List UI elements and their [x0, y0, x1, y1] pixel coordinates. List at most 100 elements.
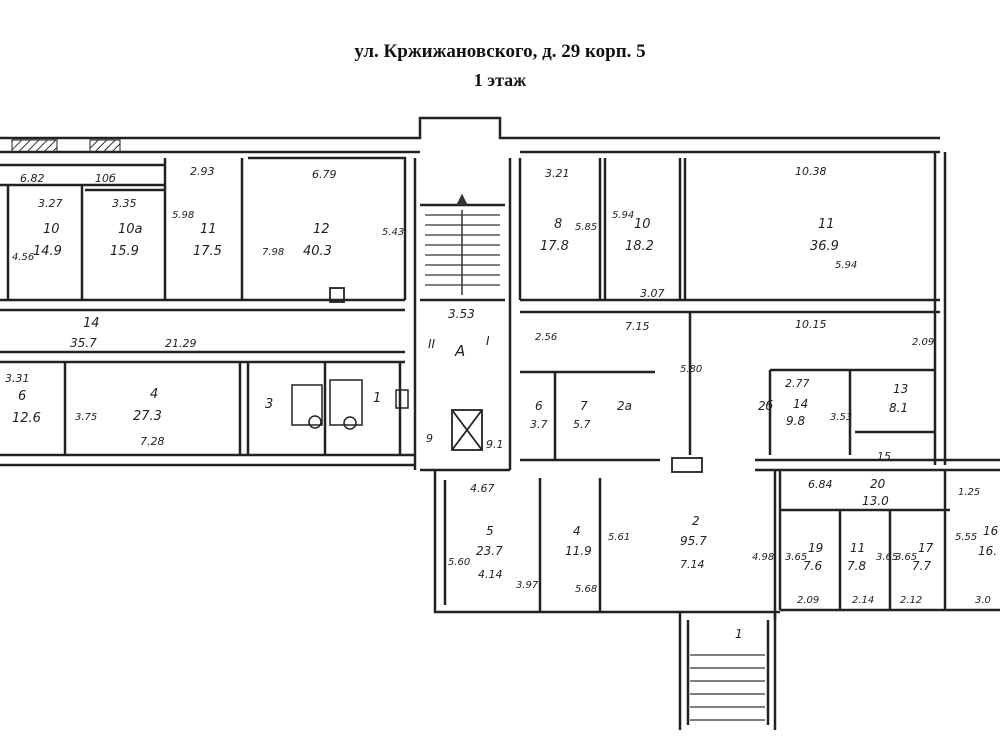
dim-label: 3.65 [876, 552, 898, 563]
dim-label: 2.56 [535, 332, 557, 343]
room-number: II [428, 337, 436, 351]
room-number: 13 [893, 382, 908, 396]
room-number: 10 [634, 217, 651, 232]
dim-label: 10.15 [795, 318, 827, 331]
room-number: 8 [554, 217, 562, 232]
room-number: 11 [200, 222, 217, 237]
dim-label: 7.14 [680, 558, 705, 571]
room-area: 11.9 [565, 544, 592, 558]
sanitary-fixtures [291, 379, 409, 430]
room-area: 95.7 [680, 534, 707, 548]
room-number: 10а [118, 222, 143, 237]
room-area: 12.6 [12, 411, 41, 426]
dim-label: 2.09 [912, 337, 934, 348]
room-number: 2а [617, 399, 632, 413]
dim-label: 10.38 [795, 165, 827, 178]
dim-label: 5.55 [955, 532, 977, 543]
dim-label: 3.75 [75, 412, 97, 423]
room-area: 17.5 [193, 244, 222, 259]
room-number: 19 [808, 541, 823, 555]
room-area: 18.2 [625, 239, 654, 254]
room-number: 12 [313, 222, 330, 237]
room-area: 3.7 [530, 418, 548, 431]
dim-label: 3.35 [112, 197, 137, 210]
room-area: 16. [978, 544, 997, 558]
dim-label: 3.65 [785, 552, 807, 563]
room-labels: 6.82 10б 3.27 3.35 2.93 6.79 3.21 10.38 … [5, 165, 999, 641]
dim-label: 3.0 [975, 595, 991, 606]
dim-label: 5.94 [612, 210, 634, 221]
dim-label: 5.98 [172, 210, 194, 221]
room-number: 9 [426, 432, 433, 445]
room-number: А [454, 342, 465, 360]
dim-label: 4.14 [478, 568, 503, 581]
room-area: 8.1 [889, 401, 908, 415]
room-area: 3.53 [448, 307, 475, 321]
room-number: 16 [983, 524, 999, 538]
stair-treads [425, 193, 765, 721]
room-number: 1 [373, 391, 381, 406]
room-number: 20 [870, 477, 886, 491]
room-area: 36.9 [810, 239, 839, 254]
dim-label: 2.12 [900, 595, 922, 606]
dim-label: 3.97 [516, 580, 539, 591]
room-number: 3 [265, 397, 273, 412]
dim-label: 6.82 [20, 172, 45, 185]
dim-label: 6.79 [312, 168, 337, 181]
room-area: 7.8 [847, 559, 866, 573]
dim-label: 10б [95, 172, 116, 185]
dim-label: 3.31 [5, 372, 30, 385]
room-number: 11 [818, 217, 835, 232]
dim-label: 6.84 [808, 478, 833, 491]
room-area: 7.7 [912, 559, 931, 573]
dim-label: 3.53 [830, 412, 852, 423]
room-number: 5 [486, 524, 494, 538]
dim-label: 3.27 [38, 197, 63, 210]
dim-label: 21.29 [165, 337, 197, 350]
dim-label: 2.93 [190, 165, 215, 178]
dim-label: 2.09 [797, 595, 819, 606]
room-number: 17 [918, 541, 934, 555]
dim-label: 5.43 [382, 227, 404, 238]
room-number: 6 [535, 399, 543, 413]
dim-label: 2.77 [785, 377, 810, 390]
dim-label: 3.07 [640, 287, 665, 300]
dim-label: 7.15 [625, 320, 650, 333]
dim-label: 4.56 [12, 252, 34, 263]
room-number: 6 [18, 389, 26, 404]
room-area: 5.7 [573, 418, 591, 431]
room-number: 2б [758, 399, 774, 413]
dim-label: 5.61 [608, 532, 630, 543]
walls [0, 116, 1000, 730]
dim-label: 5.80 [680, 364, 702, 375]
room-area: 35.7 [70, 336, 97, 350]
room-number: 10 [43, 222, 60, 237]
room-number: 1 [735, 627, 743, 641]
elevator-shaft [329, 287, 703, 473]
room-area: 9.1 [486, 438, 504, 451]
dim-label: 5.85 [575, 222, 597, 233]
dim-label: 7.98 [262, 247, 284, 258]
plan-floor-title: 1 этаж [473, 70, 527, 90]
dim-label: 5.94 [835, 260, 857, 271]
room-area: 23.7 [476, 544, 503, 558]
room-area: 14.9 [33, 244, 62, 259]
room-number: 4 [573, 524, 581, 538]
room-area: 9.8 [786, 414, 805, 428]
room-number: 2 [692, 514, 700, 528]
dim-label: 5.68 [575, 584, 597, 595]
dim-label: 3.21 [545, 167, 570, 180]
dim-label: 7.28 [140, 435, 165, 448]
room-number: 14 [83, 316, 100, 331]
room-area: 27.3 [133, 409, 162, 424]
room-number: 15 [877, 450, 891, 463]
room-number: 11 [850, 541, 865, 555]
room-area: 40.3 [303, 244, 332, 259]
dim-label: 5.60 [448, 557, 470, 568]
room-area: 15.9 [110, 244, 139, 259]
room-area: 17.8 [540, 239, 569, 254]
dim-label: 3.65 [895, 552, 917, 563]
room-area: 7.6 [803, 559, 822, 573]
dim-label: 4.98 [752, 552, 774, 563]
